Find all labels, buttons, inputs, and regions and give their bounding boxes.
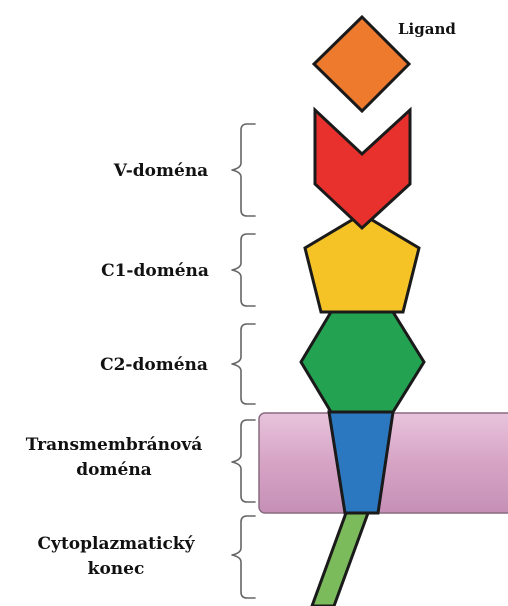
brace-cytoplasmic-tail (232, 516, 255, 598)
c2-domain-label: C2-doména (100, 355, 208, 375)
brace-v-domain (232, 124, 255, 216)
transmembrane-label-line2: doména (76, 460, 151, 480)
v-domain-label: V-doména (113, 161, 208, 181)
transmembrane-label-line1: Transmembránová (26, 435, 203, 455)
c2-domain-shape (301, 312, 424, 412)
c1-domain-label: C1-doména (101, 261, 209, 281)
v-domain-shape (315, 110, 410, 228)
brace-c2-domain (232, 324, 255, 404)
cytoplasmic-label-line2: konec (88, 559, 145, 579)
cytoplasmic-tail (312, 513, 368, 606)
brace-transmembrane-domain (232, 420, 255, 502)
cytoplasmic-label-line1: Cytoplazmatický (38, 534, 196, 554)
brace-c1-domain (232, 234, 255, 306)
ligand-shape (314, 17, 409, 111)
ligand-label: Ligand (398, 20, 456, 38)
